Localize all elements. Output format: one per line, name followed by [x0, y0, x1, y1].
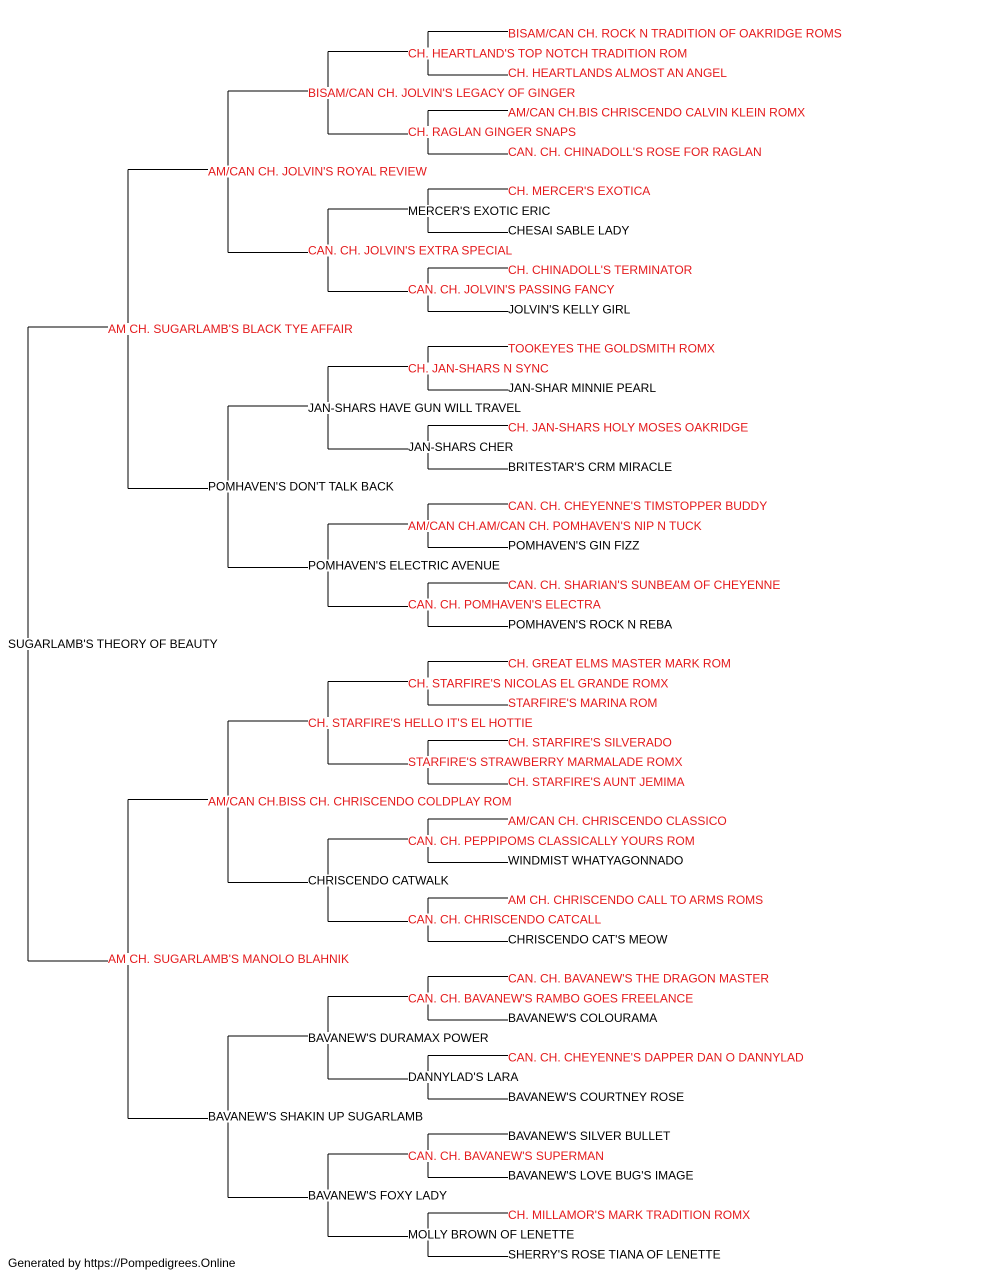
pedigree-sire-name: CH. JAN-SHARS HOLY MOSES OAKRIDGE [508, 420, 748, 434]
pedigree-dam-name: JAN-SHARS CHER [408, 440, 514, 454]
pedigree-dam-name: CAN. CH. CHINADOLL'S ROSE FOR RAGLAN [508, 145, 762, 159]
pedigree-sire-name: CH. MILLAMOR'S MARK TRADITION ROMX [508, 1208, 750, 1222]
pedigree-dam-name: BAVANEW'S COURTNEY ROSE [508, 1090, 684, 1104]
pedigree-sire-name: BISAM/CAN CH. JOLVIN'S LEGACY OF GINGER [308, 86, 576, 100]
pedigree-dam-name: MOLLY BROWN OF LENETTE [408, 1228, 574, 1242]
pedigree-sire-name: CAN. CH. BAVANEW'S SUPERMAN [408, 1149, 604, 1163]
pedigree-dam-name: BAVANEW'S FOXY LADY [308, 1188, 447, 1202]
pedigree-dam-name: AM CH. SUGARLAMB'S MANOLO BLAHNIK [108, 952, 349, 966]
footer-credit: Generated by https://Pompedigrees.Online [8, 1256, 236, 1270]
pedigree-sire-name: CAN. CH. SHARIAN'S SUNBEAM OF CHEYENNE [508, 578, 780, 592]
pedigree-sire-name: AM CH. SUGARLAMB'S BLACK TYE AFFAIR [108, 322, 353, 336]
pedigree-sire-name: JAN-SHARS HAVE GUN WILL TRAVEL [308, 401, 521, 415]
pedigree-dam-name: JAN-SHAR MINNIE PEARL [508, 381, 656, 395]
pedigree-dam-name: WINDMIST WHATYAGONNADO [508, 854, 683, 868]
pedigree-sire-name: AM/CAN CH. CHRISCENDO CLASSICO [508, 814, 727, 828]
pedigree-sire-name: AM/CAN CH.AM/CAN CH. POMHAVEN'S NIP N TU… [408, 519, 702, 533]
pedigree-sire-name: CAN. CH. CHEYENNE'S TIMSTOPPER BUDDY [508, 499, 767, 513]
pedigree-sire-name: MERCER'S EXOTIC ERIC [408, 204, 551, 218]
pedigree-dam-name: POMHAVEN'S DON'T TALK BACK [208, 480, 394, 494]
pedigree-dam-name: JOLVIN'S KELLY GIRL [508, 302, 631, 316]
pedigree-dam-name: CAN. CH. JOLVIN'S EXTRA SPECIAL [308, 243, 512, 257]
pedigree-sire-name: CH. STARFIRE'S NICOLAS EL GRANDE ROMX [408, 676, 668, 690]
pedigree-sire-name: AM/CAN CH.BIS CHRISCENDO CALVIN KLEIN RO… [508, 105, 805, 119]
pedigree-dam-name: BAVANEW'S LOVE BUG'S IMAGE [508, 1169, 694, 1183]
pedigree-sire-name: BAVANEW'S DURAMAX POWER [308, 1031, 489, 1045]
pedigree-dam-name: CH. STARFIRE'S AUNT JEMIMA [508, 775, 685, 789]
pedigree-dam-name: DANNYLAD'S LARA [408, 1070, 518, 1084]
pedigree-sire-name: CH. STARFIRE'S HELLO IT'S EL HOTTIE [308, 716, 533, 730]
pedigree-dam-name: STARFIRE'S STRAWBERRY MARMALADE ROMX [408, 755, 683, 769]
pedigree-dam-name: CAN. CH. POMHAVEN'S ELECTRA [408, 598, 601, 612]
pedigree-dam-name: SHERRY'S ROSE TIANA OF LENETTE [508, 1247, 721, 1261]
pedigree-sire-name: AM/CAN CH. JOLVIN'S ROYAL REVIEW [208, 165, 427, 179]
pedigree-sire-name: CAN. CH. PEPPIPOMS CLASSICALLY YOURS ROM [408, 834, 695, 848]
pedigree-sire-name: AM/CAN CH.BISS CH. CHRISCENDO COLDPLAY R… [208, 795, 512, 809]
pedigree-subject-name: SUGARLAMB'S THEORY OF BEAUTY [8, 637, 218, 651]
pedigree-sire-name: CH. CHINADOLL'S TERMINATOR [508, 263, 693, 277]
pedigree-dam-name: BAVANEW'S SHAKIN UP SUGARLAMB [208, 1110, 423, 1124]
pedigree-sire-name: CH. HEARTLAND'S TOP NOTCH TRADITION ROM [408, 46, 687, 60]
pedigree-dam-name: CHRISCENDO CAT'S MEOW [508, 932, 668, 946]
pedigree-sire-name: BAVANEW'S SILVER BULLET [508, 1129, 671, 1143]
pedigree-dam-name: STARFIRE'S MARINA ROM [508, 696, 657, 710]
pedigree-sire-name: CAN. CH. BAVANEW'S RAMBO GOES FREELANCE [408, 991, 693, 1005]
pedigree-dam-name: BRITESTAR'S CRM MIRACLE [508, 460, 672, 474]
pedigree-sire-name: TOOKEYES THE GOLDSMITH ROMX [508, 342, 715, 356]
pedigree-dam-name: POMHAVEN'S ROCK N REBA [508, 617, 672, 631]
pedigree-sire-name: CAN. CH. CHEYENNE'S DAPPER DAN O DANNYLA… [508, 1050, 804, 1064]
pedigree-sire-name: CH. GREAT ELMS MASTER MARK ROM [508, 657, 731, 671]
pedigree-dam-name: CHRISCENDO CATWALK [308, 873, 449, 887]
pedigree-dam-name: CH. HEARTLANDS ALMOST AN ANGEL [508, 66, 727, 80]
pedigree-dam-name: BAVANEW'S COLOURAMA [508, 1011, 657, 1025]
pedigree-dam-name: CH. RAGLAN GINGER SNAPS [408, 125, 576, 139]
pedigree-dam-name: POMHAVEN'S GIN FIZZ [508, 539, 639, 553]
pedigree-dam-name: POMHAVEN'S ELECTRIC AVENUE [308, 558, 500, 572]
pedigree-sire-name: AM CH. CHRISCENDO CALL TO ARMS ROMS [508, 893, 763, 907]
pedigree-sire-name: CH. JAN-SHARS N SYNC [408, 361, 549, 375]
pedigree-sire-name: CH. STARFIRE'S SILVERADO [508, 735, 672, 749]
pedigree-sire-name: CAN. CH. BAVANEW'S THE DRAGON MASTER [508, 972, 769, 986]
pedigree-dam-name: CAN. CH. CHRISCENDO CATCALL [408, 913, 601, 927]
pedigree-dam-name: CHESAI SABLE LADY [508, 224, 629, 238]
pedigree-sire-name: CH. MERCER'S EXOTICA [508, 184, 650, 198]
pedigree-dam-name: CAN. CH. JOLVIN'S PASSING FANCY [408, 283, 615, 297]
pedigree-sire-name: BISAM/CAN CH. ROCK N TRADITION OF OAKRID… [508, 27, 842, 41]
